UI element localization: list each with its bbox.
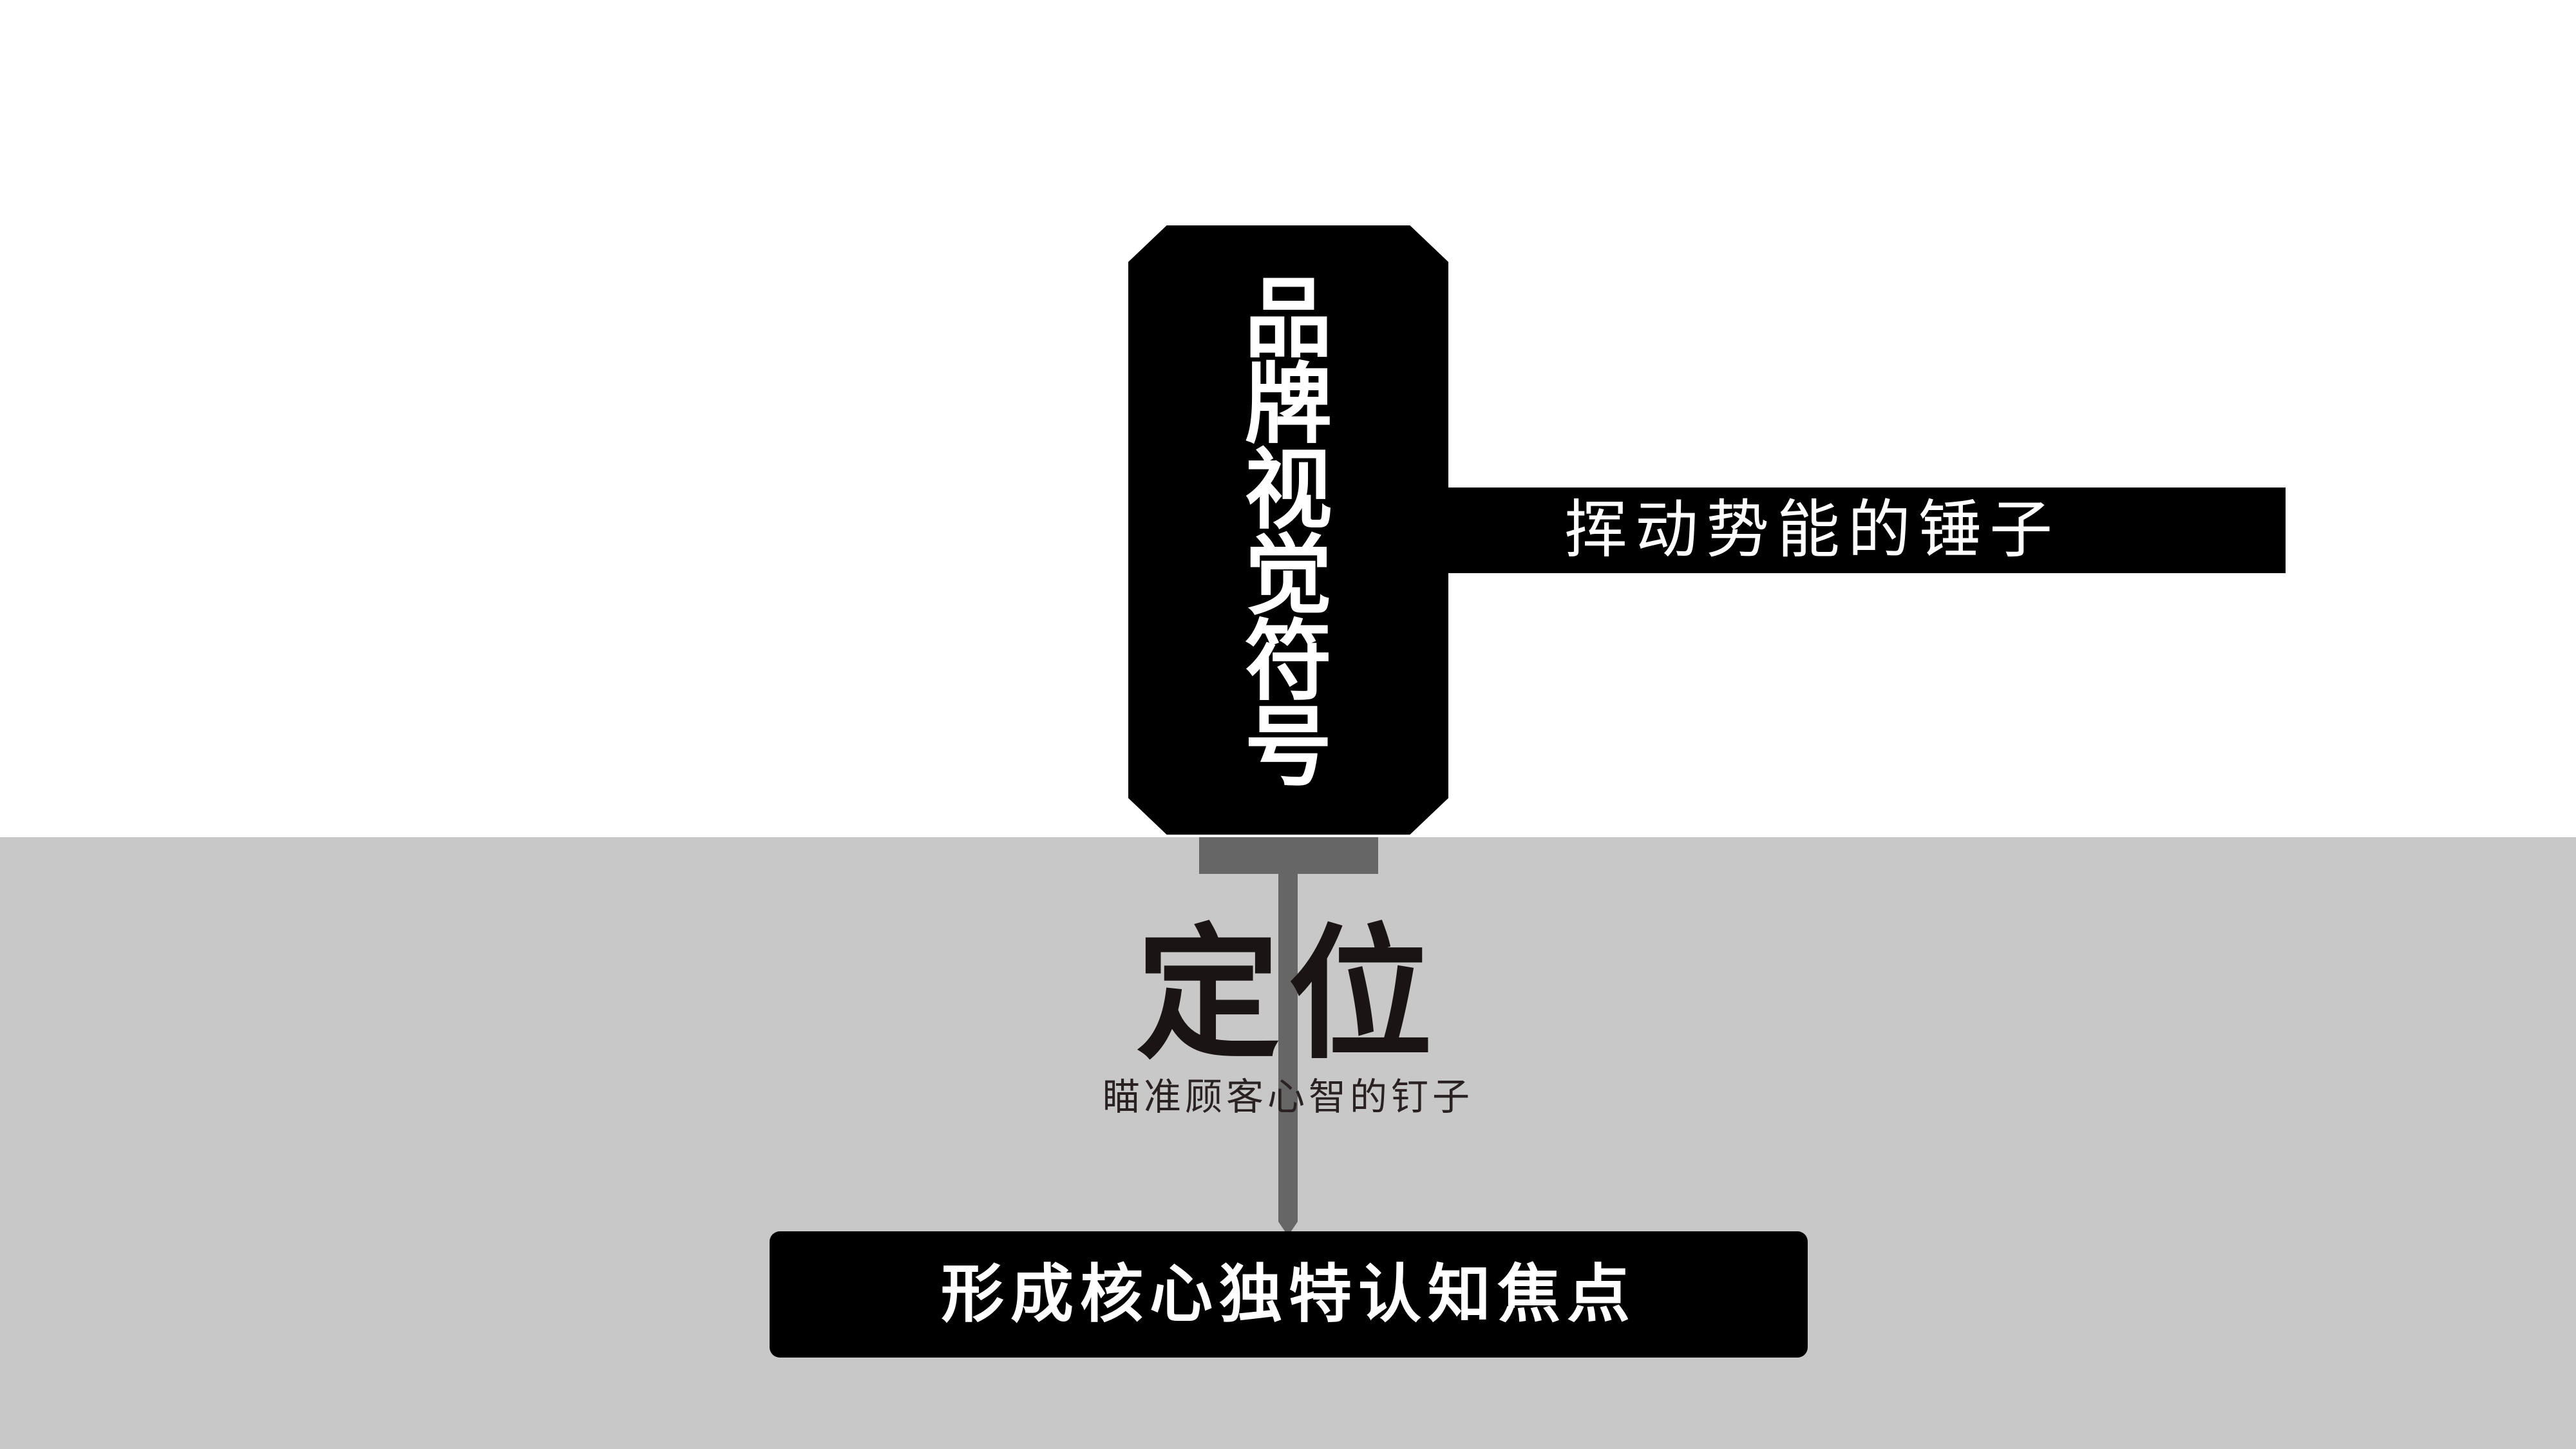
hammer-head-char: 视 (1244, 440, 1332, 542)
hammer-head-label: 品 牌 视 觉 符 号 (1128, 269, 1448, 799)
positioning-title: 定位 (1136, 911, 1440, 1079)
hammer-head: 品 牌 视 觉 符 号 (1128, 225, 1448, 835)
hammer-handle-label: 挥动势能的锤子 (1564, 493, 2061, 567)
focus-bar-label: 形成核心独特认知焦点 (940, 1258, 1636, 1331)
nail-shaft (1278, 874, 1298, 1222)
hammer-head-char: 品 (1244, 269, 1332, 370)
hammer-head-char: 牌 (1244, 354, 1332, 456)
hammer-handle: 挥动势能的锤子 (1448, 488, 2286, 573)
focus-bar: 形成核心独特认知焦点 (770, 1231, 1808, 1358)
hammer-head-char: 号 (1244, 697, 1332, 799)
hammer-head-char: 觉 (1244, 526, 1332, 627)
positioning-subtitle: 瞄准顾客心智的钉子 (1102, 1075, 1473, 1119)
nail-cap (1199, 837, 1378, 874)
hammer-head-char: 符 (1244, 611, 1332, 713)
